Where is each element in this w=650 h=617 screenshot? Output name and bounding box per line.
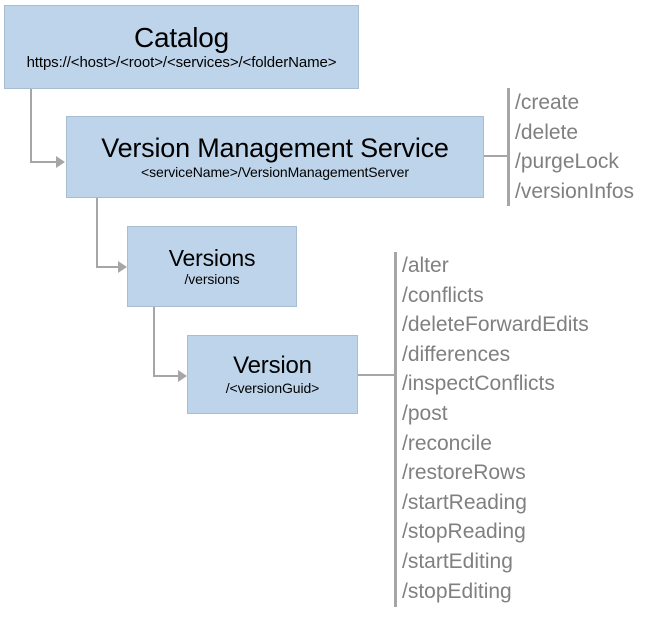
node-version-subtitle: /<versionGuid> [225, 379, 320, 396]
operation-endpoint: /inspectConflicts [402, 372, 555, 396]
node-catalog-subtitle: https://<host>/<root>/<services>/<folder… [26, 53, 337, 71]
node-versions-subtitle: /versions [184, 271, 240, 288]
operation-endpoint: /create [515, 91, 580, 114]
node-version-management-service-subtitle: <serviceName>/VersionManagementServer [141, 164, 409, 181]
connector-versions-to-version-horizontal [153, 375, 181, 377]
operation-endpoint: /stopReading [402, 520, 526, 544]
operation-endpoint: /alter [402, 254, 449, 277]
node-version-management-service-title: Version Management Service [101, 132, 449, 163]
operation-endpoint: /startEditing [402, 549, 513, 573]
operation-endpoint: /versionInfos [515, 179, 635, 203]
operation-endpoint: /stopEditing [402, 579, 512, 603]
node-version[interactable]: Version /<versionGuid> [187, 335, 358, 414]
connector-vms-to-versions-vertical [96, 198, 98, 268]
connector-catalog-to-vms-vertical [30, 88, 32, 163]
operation-endpoint: /purgeLock [515, 150, 619, 174]
operation-endpoint: /conflicts [402, 283, 484, 307]
operation-endpoint: /reconcile [402, 431, 492, 455]
connector-catalog-to-vms-horizontal [30, 161, 58, 163]
node-catalog[interactable]: Catalog https://<host>/<root>/<services>… [4, 5, 359, 89]
connector-vms-to-versions-horizontal [96, 266, 121, 268]
node-version-title: Version [233, 351, 312, 379]
arrowhead-catalog-to-vms [56, 156, 65, 168]
operation-endpoint: /post [402, 401, 448, 425]
operation-endpoint: /restoreRows [402, 461, 526, 485]
node-versions[interactable]: Versions /versions [127, 226, 297, 307]
operation-endpoint: /startReading [402, 490, 527, 514]
operations-bracket-vms [507, 88, 510, 206]
operation-endpoint: /delete [515, 120, 579, 144]
arrowhead-vms-to-versions [118, 261, 127, 273]
connector-versions-to-version-vertical [153, 307, 155, 377]
operations-list-version-management-service: /create/delete/purgeLock/versionInfos [515, 88, 634, 206]
operations-bracket-version [394, 252, 397, 607]
node-version-management-service[interactable]: Version Management Service <serviceName>… [66, 116, 484, 198]
operations-list-version: /alter/conflicts/deleteForwardEdits/diff… [402, 251, 589, 606]
node-versions-title: Versions [168, 244, 256, 271]
arrowhead-versions-to-version [178, 370, 187, 382]
node-catalog-title: Catalog [133, 22, 230, 54]
connector-version-to-operations [358, 374, 396, 376]
operation-endpoint: /differences [402, 342, 511, 366]
operation-endpoint: /deleteForwardEdits [402, 313, 589, 337]
connector-vms-to-operations [484, 155, 509, 157]
